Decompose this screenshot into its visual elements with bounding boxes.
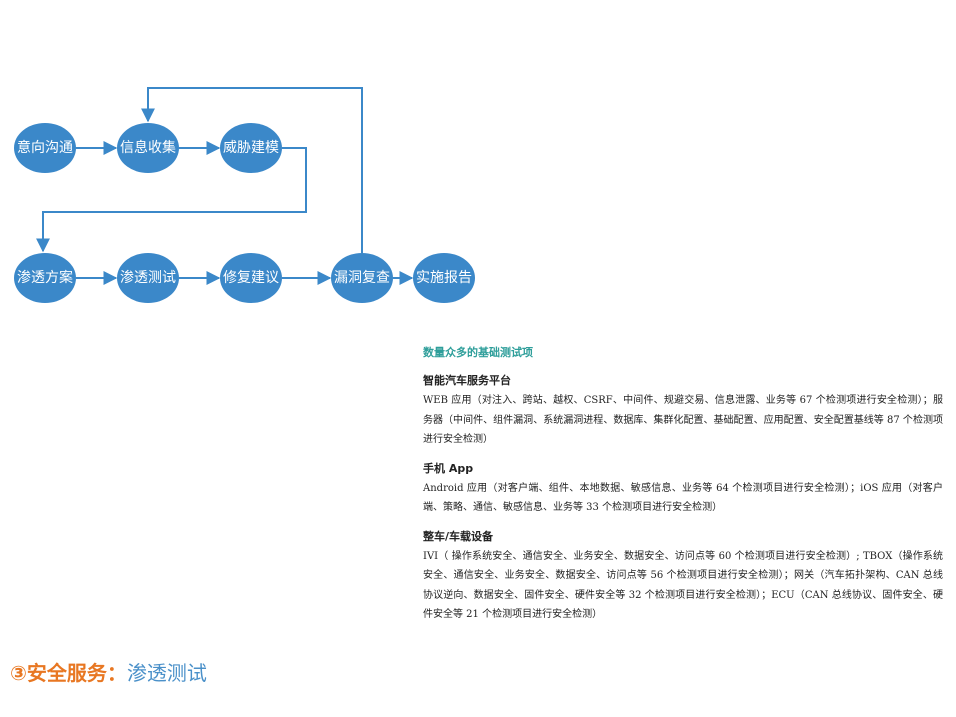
flow-node-pentest-plan: 渗透方案	[14, 253, 76, 303]
section-body: WEB 应用（对注入、跨站、越权、CSRF、中间件、规避交易、信息泄露、业务等 …	[423, 395, 943, 445]
flow-node-label: 意向沟通	[17, 139, 73, 156]
flow-node-label: 威胁建模	[223, 140, 279, 156]
test-items-panel: 数量众多的基础测试项 智能汽车服务平台 WEB 应用（对注入、跨站、越权、CSR…	[423, 344, 943, 635]
section-title: 智能汽车服务平台	[423, 374, 511, 387]
section-body: IVI（ 操作系统安全、通信安全、业务安全、数据安全、访问点等 60 个检测项目…	[423, 550, 943, 621]
section-mobile-app: 手机 App Android 应用（对客户端、组件、本地数据、敏感信息、业务等 …	[423, 460, 943, 518]
flow-node-label: 信息收集	[120, 139, 176, 156]
flow-node-fix-advice: 修复建议	[220, 253, 282, 303]
flow-node-label: 修复建议	[223, 269, 279, 286]
section-vehicle-platform: 智能汽车服务平台 WEB 应用（对注入、跨站、越权、CSRF、中间件、规避交易、…	[423, 372, 943, 450]
arrow-connector	[36, 147, 307, 253]
flow-node-intent: 意向沟通	[14, 123, 76, 173]
flow-node-info-collect: 信息收集	[117, 123, 179, 173]
footer-main-title: 渗透测试	[126, 661, 207, 685]
flow-node-threat-model: 威胁建模	[220, 123, 282, 173]
flow-diagram: 意向沟通 信息收集 威胁建模 渗透方案 渗透测试 修复建议 漏洞复查 实施报告	[14, 87, 475, 303]
section-title: 整车/车载设备	[423, 529, 494, 543]
section-body: Android 应用（对客户端、组件、本地数据、敏感信息、业务等 64 个检测项…	[423, 482, 943, 514]
flow-node-report: 实施报告	[413, 253, 475, 303]
flow-node-label: 漏洞复查	[334, 269, 390, 286]
arrow-connector	[141, 87, 363, 253]
flow-node-label: 渗透测试	[120, 270, 176, 286]
flow-node-label: 渗透方案	[17, 269, 73, 286]
flow-node-pentest: 渗透测试	[117, 253, 179, 303]
section-vehicle-devices: 整车/车载设备 IVI（ 操作系统安全、通信安全、业务安全、数据安全、访问点等 …	[423, 528, 943, 625]
flow-node-vuln-recheck: 漏洞复查	[331, 253, 393, 303]
flow-node-label: 实施报告	[416, 270, 472, 286]
section-title: 手机 App	[423, 461, 474, 475]
footer-title: ③安全服务：渗透测试	[10, 657, 207, 686]
panel-heading: 数量众多的基础测试项	[423, 346, 533, 359]
footer-prefix: ③安全服务：	[10, 661, 127, 685]
